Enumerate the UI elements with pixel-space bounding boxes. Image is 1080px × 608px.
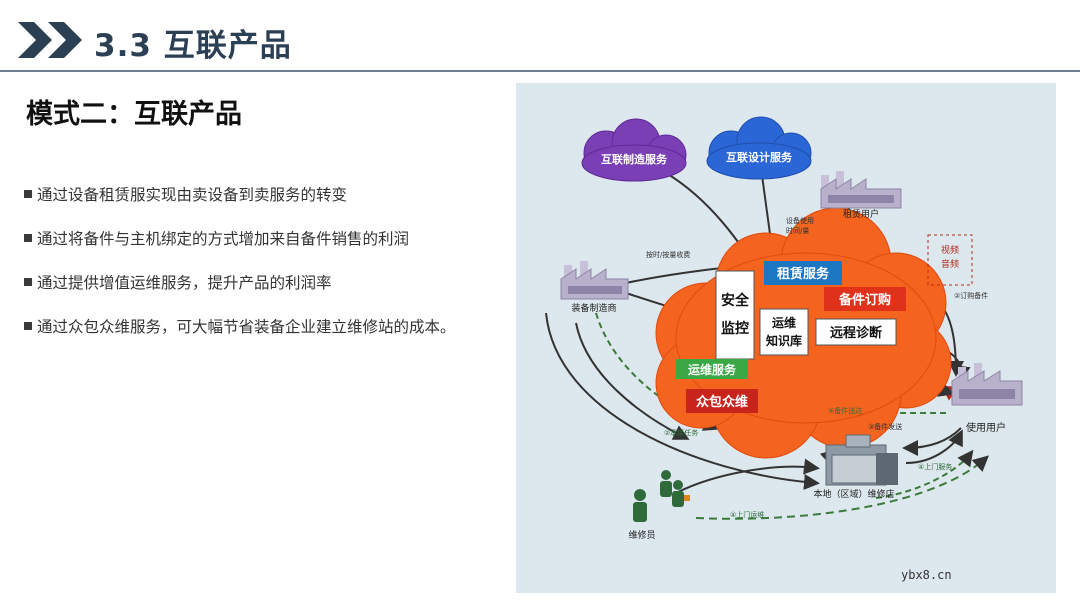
bullet-item: 通过众包众维服务，可大幅节省装备企业建立维修站的成本。 xyxy=(24,304,524,348)
edge-labels: 设备使用 时间/量 按时/按量收费 ②订购备件 ③备件发送 ②承接任务 ④上门运… xyxy=(646,216,988,519)
accept-task-label: ②承接任务 xyxy=(664,428,698,437)
square-bullet-icon xyxy=(24,278,32,286)
video-audio-box: 视频 音频 xyxy=(927,234,973,286)
om-knowledge-base-box: 运维 知识库 xyxy=(759,308,809,356)
leasing-user-factory-icon xyxy=(820,171,902,209)
deliver-parts-label: ③备件发送 xyxy=(868,422,902,431)
repairman-label: 维修员 xyxy=(628,529,655,541)
crowd-repair-label: 众包众维 xyxy=(696,394,748,410)
square-bullet-icon xyxy=(24,234,32,242)
end-user-label: 使用用户 xyxy=(966,421,1006,434)
square-bullet-icon xyxy=(24,322,32,330)
watermark: ybx8.cn xyxy=(901,568,952,582)
section-title: 3.3 互联产品 xyxy=(94,28,292,64)
safety-monitor-box: 安全 监控 xyxy=(715,270,755,360)
bullet-list: 通过设备租赁服实现由卖设备到卖服务的转变 通过将备件与主机绑定的方式增加来自备件… xyxy=(24,172,524,348)
om-service-box: 运维服务 xyxy=(676,359,748,379)
repair-shop-label: 本地（区域）维修店 xyxy=(813,488,894,500)
remote-diagnosis-label: 远程诊断 xyxy=(830,325,882,341)
manufacturing-service-cloud: 互联制造服务 xyxy=(581,118,687,182)
connected-product-diagram: 互联制造服务 互联设计服务 租赁用户 装备制造商 xyxy=(516,83,1056,593)
square-bullet-icon xyxy=(24,190,32,198)
repairman-people-icon xyxy=(633,470,690,522)
usage-time-label-2: 时间/量 xyxy=(786,226,809,235)
manufacturing-service-label: 互联制造服务 xyxy=(601,152,668,166)
bullet-text: 通过将备件与主机绑定的方式增加来自备件销售的利润 xyxy=(37,230,410,248)
onsite-label: ④上门运维 xyxy=(730,510,764,519)
equipment-maker-factory-icon xyxy=(560,261,629,300)
bullet-text: 通过提供增值运维服务，提升产品的利润率 xyxy=(37,274,332,292)
leasing-user-label: 租赁用户 xyxy=(843,208,879,220)
crowd-repair-box: 众包众维 xyxy=(686,389,758,413)
billing-label: 按时/按量收费 xyxy=(646,250,690,259)
design-service-label: 互联设计服务 xyxy=(726,150,793,164)
monitor-label: 监控 xyxy=(721,320,749,337)
om-service-label: 运维服务 xyxy=(688,362,737,377)
end-user-factory-icon xyxy=(951,363,1023,406)
leasing-service-label: 租赁服务 xyxy=(777,266,830,282)
double-chevron-icon xyxy=(18,22,82,58)
kb-label-1: 运维 xyxy=(772,315,796,330)
kb-label-2: 知识库 xyxy=(765,333,802,348)
slide-heading: 模式二：互联产品 xyxy=(26,99,242,130)
bullet-text: 通过众包众维服务，可大幅节省装备企业建立维修站的成本。 xyxy=(37,318,456,336)
design-service-cloud: 互联设计服务 xyxy=(706,116,812,180)
onsite-service-label: ④上门服务 xyxy=(918,462,952,471)
repair-shop-building-icon xyxy=(825,434,898,486)
slide-header: 3.3 互联产品 xyxy=(0,0,1080,74)
audio-label: 音频 xyxy=(941,258,959,270)
leasing-service-box: 租赁服务 xyxy=(764,261,842,285)
parts-sent-label: ⑤备件送达 xyxy=(828,406,862,415)
bullet-item: 通过设备租赁服实现由卖设备到卖服务的转变 xyxy=(24,172,524,216)
bullet-item: 通过将备件与主机绑定的方式增加来自备件销售的利润 xyxy=(24,216,524,260)
header-divider xyxy=(0,70,1080,72)
order-parts-label: ②订购备件 xyxy=(954,291,988,300)
remote-diagnosis-box: 远程诊断 xyxy=(815,318,897,346)
safety-label: 安全 xyxy=(721,292,750,309)
usage-time-label-1: 设备使用 xyxy=(786,216,814,225)
spare-order-box: 备件订购 xyxy=(824,287,906,311)
bullet-text: 通过设备租赁服实现由卖设备到卖服务的转变 xyxy=(37,186,348,204)
video-label: 视频 xyxy=(941,244,959,256)
equipment-maker-label: 装备制造商 xyxy=(571,302,616,314)
bullet-item: 通过提供增值运维服务，提升产品的利润率 xyxy=(24,260,524,304)
spare-order-label: 备件订购 xyxy=(838,292,891,308)
